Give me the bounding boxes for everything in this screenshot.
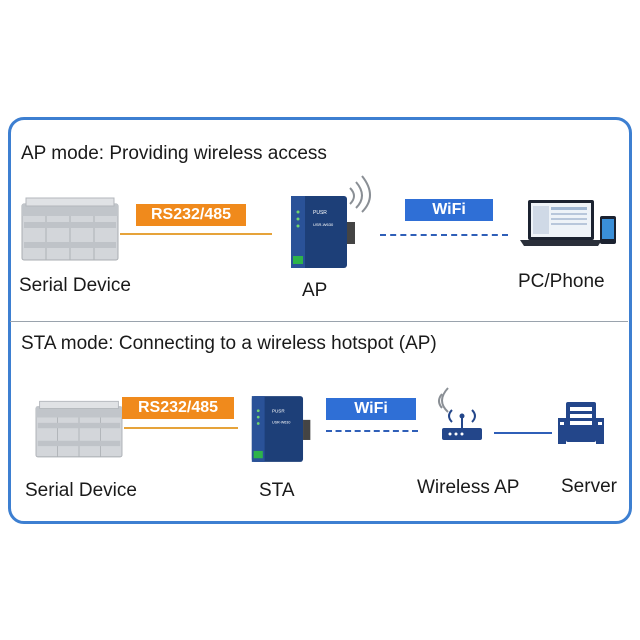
- sta-serial-device-label: Serial Device: [25, 480, 137, 501]
- router-server-link: [494, 432, 552, 434]
- sta-device-icon: PUSR USR-W630: [251, 396, 311, 462]
- sta-wifi-link: [326, 430, 418, 432]
- sta-serial-cable: [124, 427, 238, 429]
- pc-phone-label: PC/Phone: [518, 271, 605, 292]
- server-icon: [558, 402, 604, 444]
- ap-wifi-tag: WiFi: [405, 199, 493, 221]
- sta-rs232-485-tag: RS232/485: [122, 397, 234, 419]
- ap-mode-heading: AP mode: Providing wireless access: [21, 143, 327, 164]
- sta-device-model: USR-W630: [272, 421, 290, 425]
- ap-rs232-485-tag: RS232/485: [136, 204, 246, 226]
- sta-device-brand: PUSR: [272, 409, 285, 414]
- ap-wifi-link: [380, 234, 508, 236]
- ap-device-icon: PUSR USR-W630: [291, 196, 355, 268]
- wireless-ap-label: Wireless AP: [417, 477, 520, 498]
- sta-wifi-tag: WiFi: [326, 398, 416, 420]
- ap-device-label: AP: [302, 280, 328, 301]
- pc-phone-icon: [520, 200, 616, 246]
- ap-serial-device-icon: [21, 197, 119, 261]
- section-divider: [10, 321, 628, 322]
- server-label: Server: [561, 476, 617, 497]
- wireless-ap-router-icon: [442, 409, 482, 440]
- ap-device-model: USR-W630: [313, 222, 334, 227]
- ap-wifi-waves-icon: [349, 175, 371, 213]
- ap-device-brand: PUSR: [313, 210, 327, 216]
- ap-serial-device-label: Serial Device: [19, 275, 131, 296]
- ap-serial-cable: [120, 233, 272, 235]
- sta-device-label: STA: [259, 480, 295, 501]
- sta-serial-device-icon: [35, 400, 123, 458]
- router-wifi-waves-icon: [438, 387, 449, 413]
- sta-mode-heading: STA mode: Connecting to a wireless hotsp…: [21, 333, 437, 354]
